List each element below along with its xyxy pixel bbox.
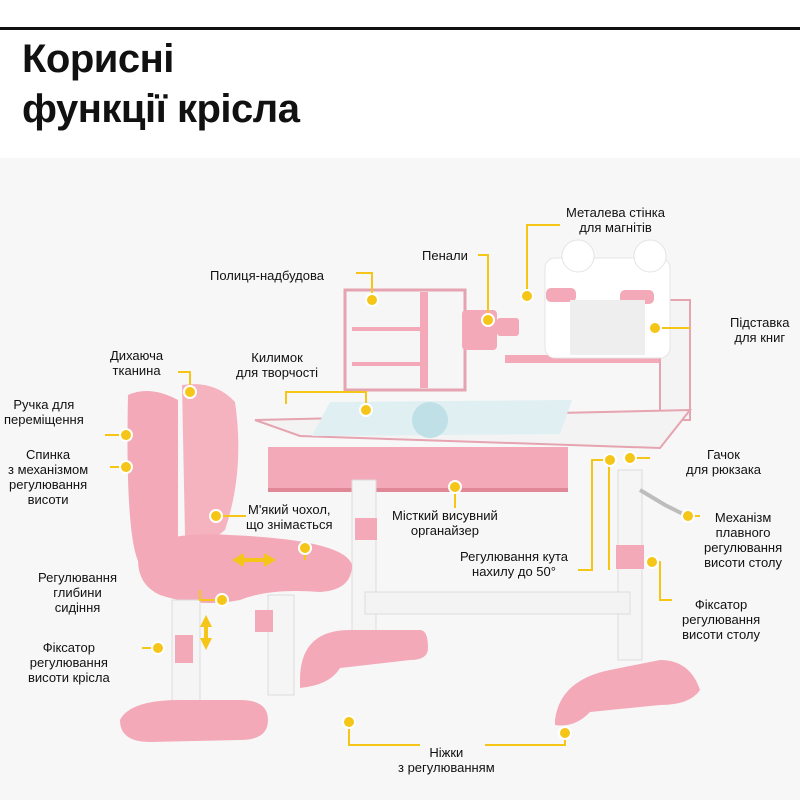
label-chair-lock: Фіксатор регулювання висоти крісла bbox=[28, 640, 110, 685]
top-divider bbox=[0, 27, 800, 30]
mat-print bbox=[412, 402, 448, 438]
label-tilt: Регулювання кута нахилу до 50° bbox=[460, 549, 568, 579]
page-title: Корисні функції крісла bbox=[22, 37, 300, 131]
callout-dots bbox=[119, 289, 695, 740]
desk-shelf bbox=[343, 288, 691, 421]
desk-drawer bbox=[268, 447, 568, 492]
label-creative-mat: Килимок для творчості bbox=[236, 350, 319, 380]
label-soft-cover: М'який чохол, що знімається bbox=[246, 502, 333, 532]
pencil-cup-small bbox=[497, 318, 519, 336]
label-shelf: Полиця-надбудова bbox=[210, 268, 324, 283]
label-desk-lock: Фіксатор регулювання висоти столу bbox=[682, 597, 761, 642]
label-pencil-cases: Пенали bbox=[422, 248, 468, 263]
label-book-stand: Підставка для книг bbox=[730, 315, 790, 345]
book-stand bbox=[544, 239, 671, 359]
seat-arrows bbox=[200, 553, 276, 650]
label-feet: Ніжки з регулюванням bbox=[398, 745, 495, 775]
headline-area bbox=[0, 30, 800, 158]
label-handle: Ручка для переміщення bbox=[4, 397, 84, 427]
label-desk-mechanism: Механізм плавного регулювання висоти сто… bbox=[704, 510, 783, 570]
desk-legs bbox=[300, 469, 700, 726]
label-hook: Гачок для рюкзака bbox=[686, 447, 762, 477]
chair bbox=[120, 384, 352, 742]
label-breathable: Дихаюча тканина bbox=[110, 348, 164, 378]
label-drawer: Місткий висувний органайзер bbox=[392, 508, 498, 538]
callout-lines bbox=[105, 224, 700, 746]
label-metal-wall: Металева стінка для магнітів bbox=[566, 205, 665, 235]
label-backrest: Спинка з механізмом регулювання висоти bbox=[8, 447, 89, 507]
label-seat-depth: Регулювання глибини сидіння bbox=[38, 570, 118, 615]
